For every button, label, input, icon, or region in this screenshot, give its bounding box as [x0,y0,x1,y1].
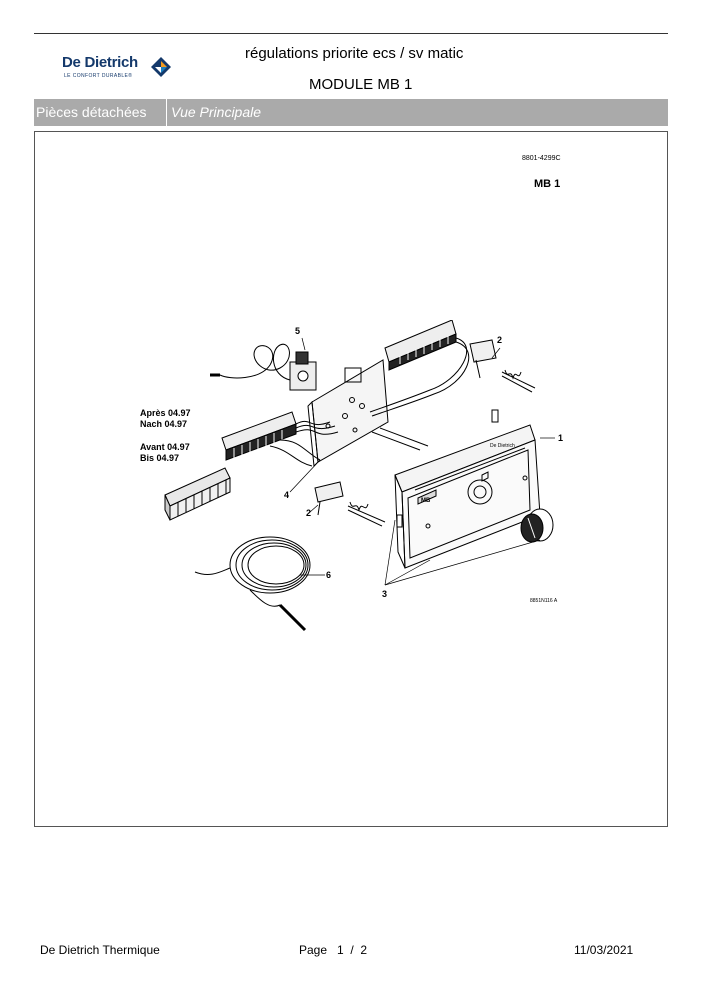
note-before-de: Bis 04.97 [140,453,179,463]
logo-name: De Dietrich [62,54,138,71]
callout-1: 1 [558,433,563,443]
circuit-board [307,359,389,468]
callout-4: 4 [284,490,289,500]
note-before-fr: Avant 04.97 [140,442,190,452]
terminal-block-upper [369,320,470,417]
logo-tagline: LE CONFORT DURABLE® [64,73,133,79]
tab-main-view[interactable]: Vue Principale [171,104,262,120]
footer-company: De Dietrich Thermique [40,943,160,957]
drawing-model: MB 1 [534,178,561,190]
tab-spare-parts[interactable]: Pièces détachées [34,99,167,126]
callout-6: 6 [326,570,331,580]
unit-brand-text: De Dietrich [490,443,515,449]
drawing-reference: 8801-4299C [522,155,561,162]
fixing-bracket-upper [469,339,536,393]
footer-date: 11/03/2021 [574,943,634,957]
brand-logo: De Dietrich LE CONFORT DURABLE® [62,54,182,84]
callout-5: 5 [295,326,300,336]
callout-2-lower: 2 [306,508,311,518]
page-subtitle: MODULE MB 1 [309,76,413,93]
fixing-bracket-lower [314,481,386,527]
leader-lines [289,337,555,586]
footer-pagination: Page 1 / 2 [299,943,367,957]
page-label: Page [299,943,328,957]
callout-3: 3 [382,589,387,599]
page-total: 2 [360,943,368,957]
exploded-view-drawing: 1 2 2 3 4 5 6 Après 04.97 Nach 04.97 Ava… [140,320,563,632]
logo-diamond-icon [151,57,171,77]
unit-badge-text: MB [421,498,431,504]
page-current: 1 [337,943,344,957]
tab-spare-parts-label: Pièces détachées [36,104,147,120]
mounting-pins [371,427,429,451]
tab-bar: Pièces détachées Vue Principale [34,99,668,126]
page-title: régulations priorite ecs / sv matic [245,45,464,62]
drawing-frame [34,131,668,827]
page-separator: / [350,943,354,957]
module-housing [394,409,541,569]
callout-2-upper: 2 [497,335,502,345]
header-rule [34,33,668,34]
image-code: 8851N116 A [530,598,558,604]
control-knob [520,508,554,543]
note-after-fr: Après 04.97 [140,408,191,418]
terminal-block-old [164,467,231,521]
note-after-de: Nach 04.97 [140,419,187,429]
terminal-block-new [221,411,339,467]
sensor-probe [194,536,311,632]
thermostat [210,343,317,391]
